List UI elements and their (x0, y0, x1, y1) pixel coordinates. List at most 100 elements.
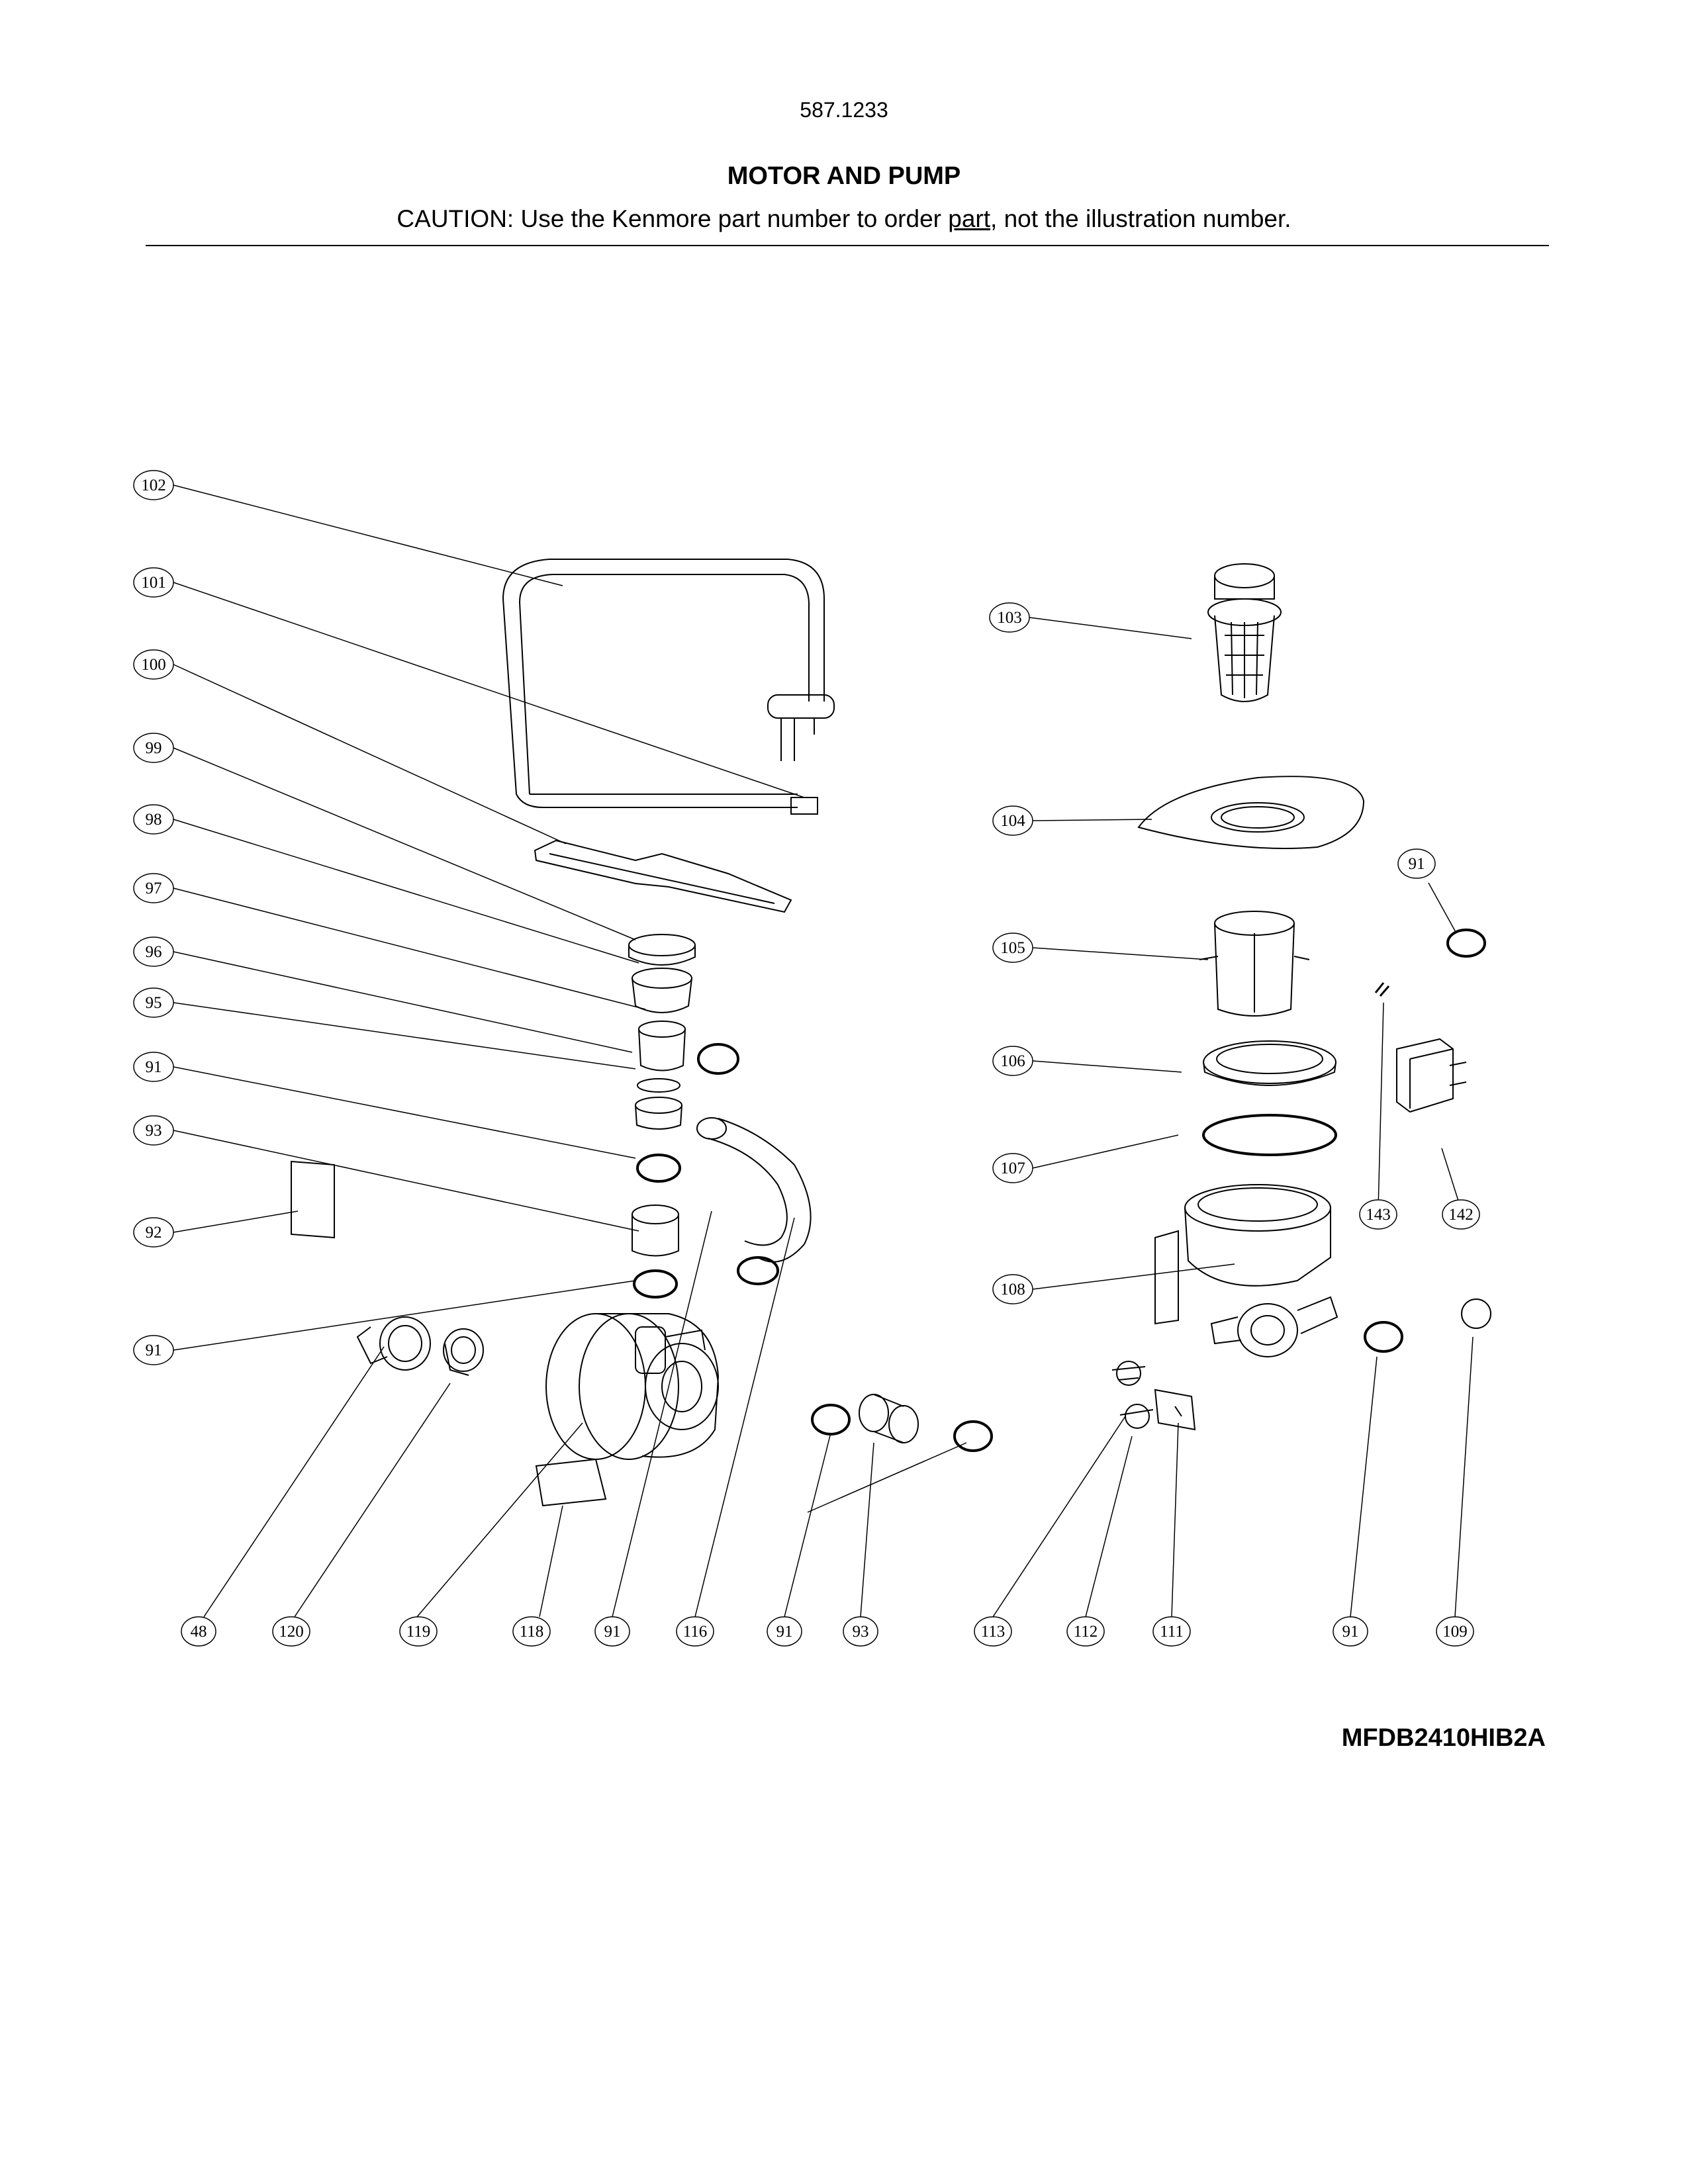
callout-101[interactable]: 101 (133, 567, 174, 598)
part-112-thermostat (1119, 1404, 1154, 1429)
svg-text:143: 143 (1366, 1206, 1391, 1224)
svg-text:98: 98 (146, 811, 162, 829)
callout-92[interactable]: 92 (133, 1217, 174, 1248)
part-108-sump (1154, 1184, 1338, 1357)
callout-103[interactable]: 103 (989, 602, 1030, 633)
part-118-pad (535, 1458, 607, 1507)
svg-text:119: 119 (406, 1623, 431, 1641)
callout-98[interactable]: 98 (133, 804, 174, 835)
callout-111[interactable]: 111 (1152, 1616, 1191, 1647)
part-98-hub (632, 968, 692, 989)
page-title: MOTOR AND PUMP (727, 162, 961, 190)
svg-text:92: 92 (146, 1224, 162, 1242)
callout-106[interactable]: 106 (992, 1046, 1033, 1076)
part-48-gasket (356, 1316, 431, 1371)
callout-142[interactable]: 142 (1442, 1199, 1480, 1230)
part-106-sump-cover (1203, 1040, 1336, 1086)
callout-91-a[interactable]: 91 (133, 1052, 174, 1082)
part-142-switch (1396, 1038, 1467, 1113)
part-120-cap (443, 1328, 484, 1376)
part-92-pad (291, 1160, 335, 1239)
part-107-seal-ring (1202, 1114, 1337, 1156)
svg-text:93: 93 (146, 1122, 162, 1140)
callout-93-a[interactable]: 93 (133, 1115, 174, 1146)
model-number: MFDB2410HIB2A (1341, 1724, 1546, 1752)
part-103-coarse-filter (1207, 563, 1282, 702)
part-119-motor (545, 1313, 720, 1460)
svg-text:116: 116 (683, 1623, 708, 1641)
callout-119[interactable]: 119 (399, 1616, 438, 1647)
svg-text:120: 120 (279, 1623, 304, 1641)
callout-108[interactable]: 108 (992, 1274, 1033, 1304)
svg-text:102: 102 (141, 477, 166, 494)
caution-part-link[interactable]: part (948, 205, 991, 232)
caution-note: CAUTION: Use the Kenmore part number to … (0, 205, 1688, 233)
callout-91-c[interactable]: 91 (1397, 848, 1436, 879)
svg-text:93: 93 (853, 1623, 869, 1641)
svg-text:107: 107 (1000, 1160, 1025, 1177)
svg-text:118: 118 (520, 1623, 544, 1641)
callout-95[interactable]: 95 (133, 987, 174, 1018)
svg-text:113: 113 (981, 1623, 1006, 1641)
callout-48[interactable]: 48 (181, 1616, 216, 1647)
callout-99[interactable]: 99 (133, 733, 174, 763)
callout-100[interactable]: 100 (133, 649, 174, 680)
part-97-filter (638, 1021, 686, 1038)
callout-91-d[interactable]: 91 (594, 1616, 630, 1647)
callout-96[interactable]: 96 (133, 936, 174, 967)
part-91-clamp (636, 1154, 681, 1183)
part-102-upper-spray-tube (502, 559, 825, 795)
svg-text:104: 104 (1000, 812, 1025, 830)
callout-116[interactable]: 116 (676, 1616, 714, 1647)
callout-120[interactable]: 120 (272, 1616, 310, 1647)
callout-112[interactable]: 112 (1066, 1616, 1105, 1647)
svg-text:96: 96 (146, 943, 162, 961)
svg-text:99: 99 (146, 739, 162, 757)
part-116-hose (718, 1118, 812, 1263)
part-96-washer (637, 1078, 680, 1093)
svg-text:91: 91 (1342, 1623, 1359, 1641)
part-113-thermostat (1111, 1361, 1146, 1386)
svg-text:112: 112 (1074, 1623, 1098, 1641)
svg-text:91: 91 (146, 1342, 162, 1359)
callout-91-b[interactable]: 91 (133, 1335, 174, 1365)
header-divider (146, 245, 1549, 246)
svg-text:95: 95 (146, 994, 162, 1012)
svg-text:91: 91 (146, 1058, 162, 1076)
svg-text:142: 142 (1448, 1206, 1474, 1224)
leader-lines (173, 484, 1474, 1617)
part-100-lower-spray-arm (534, 839, 792, 913)
svg-text:48: 48 (191, 1623, 207, 1641)
part-95-seal (635, 1097, 682, 1114)
callout-102[interactable]: 102 (133, 470, 174, 500)
callout-105[interactable]: 105 (992, 933, 1033, 963)
svg-text:109: 109 (1442, 1623, 1468, 1641)
svg-text:91: 91 (1409, 855, 1425, 873)
callout-91-e[interactable]: 91 (767, 1616, 802, 1647)
part-111-bracket (1154, 1388, 1196, 1431)
caution-prefix: CAUTION: Use the Kenmore part number to … (397, 205, 949, 232)
callout-104[interactable]: 104 (992, 805, 1033, 836)
callout-143[interactable]: 143 (1359, 1199, 1397, 1230)
part-105-micro-filter (1199, 911, 1310, 1017)
callout-91-f[interactable]: 91 (1333, 1616, 1368, 1647)
callout-118[interactable]: 118 (512, 1616, 551, 1647)
part-93-coupler (632, 1205, 679, 1224)
svg-text:91: 91 (604, 1623, 621, 1641)
callout-97[interactable]: 97 (133, 873, 174, 903)
callout-113[interactable]: 113 (974, 1616, 1012, 1647)
svg-text:108: 108 (1000, 1281, 1025, 1298)
svg-text:105: 105 (1000, 939, 1025, 957)
callout-93-b[interactable]: 93 (843, 1616, 878, 1647)
callout-107[interactable]: 107 (992, 1153, 1033, 1183)
svg-text:106: 106 (1000, 1052, 1025, 1070)
callout-109[interactable]: 109 (1436, 1616, 1474, 1647)
part-99-nut (628, 934, 696, 956)
caution-suffix: , not the illustration number. (990, 205, 1291, 232)
svg-text:103: 103 (997, 609, 1022, 627)
svg-text:111: 111 (1160, 1623, 1184, 1641)
part-109-cap (1461, 1298, 1491, 1329)
svg-text:97: 97 (146, 880, 162, 897)
diagram-code: 587.1233 (800, 98, 888, 122)
